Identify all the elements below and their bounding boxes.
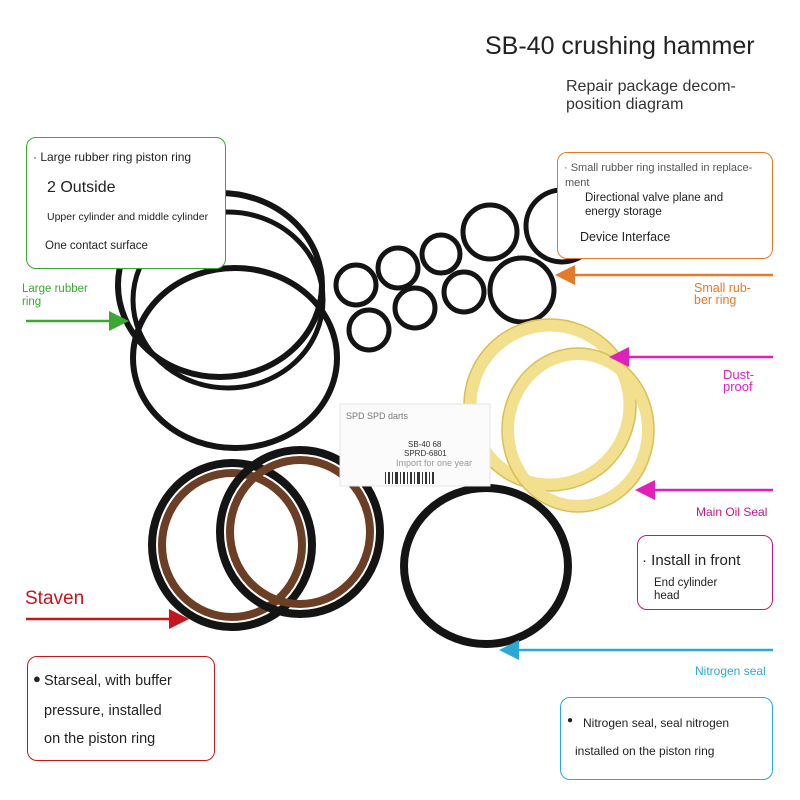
small-o-ring	[487, 255, 557, 325]
callout-nitrogen-line-1: Nitrogen seal, seal nitrogen	[583, 716, 730, 730]
small-o-ring	[419, 232, 463, 276]
callout-nitrogen-seal: ● Nitrogen seal, seal nitrogen installed…	[560, 697, 773, 780]
callout-front-line-1: · Install in front	[642, 552, 741, 569]
staven-seals	[148, 446, 384, 631]
callout-front-line-2: End cylinder	[654, 577, 718, 589]
label-small-rubber-ring-2: ber ring	[694, 293, 737, 307]
page-subtitle: Repair package decom- position diagram	[566, 78, 766, 114]
subtitle-line-2: position diagram	[566, 96, 684, 113]
small-o-ring	[441, 269, 487, 315]
small-o-ring	[460, 202, 520, 262]
callout-small-rubber-ring: · Small rubber ring installed in replace…	[557, 152, 773, 259]
small-o-ring	[375, 245, 421, 291]
callout-starseal-line-3: on the piston ring	[44, 731, 156, 747]
small-o-ring	[392, 285, 438, 331]
staven-seal-1	[148, 459, 316, 631]
dust-proof-seals	[463, 318, 655, 513]
label-nitrogen-seal: Nitrogen seal	[695, 664, 766, 678]
callout-starseal: ● Starseal, with buffer pressure, instal…	[27, 656, 215, 761]
large-o-ring-2	[130, 209, 326, 391]
staven-seal-2	[216, 446, 384, 618]
dust-seal-2-edge	[501, 347, 655, 513]
callout-valve-line-5: Device Interface	[580, 230, 671, 244]
callout-piston-ring: · Large rubber ring piston ring 2 Outsid…	[26, 137, 226, 269]
label-dust-proof-2: proof	[723, 379, 753, 394]
bullet-dot: ●	[567, 715, 574, 726]
bullet-dot: ●	[33, 671, 41, 686]
callout-starseal-line-2: pressure, installed	[44, 703, 162, 719]
callout-install-front: · Install in front End cylinder head	[637, 535, 773, 610]
callout-front-line-3: head	[654, 590, 680, 602]
staven-seal-2-inner	[226, 456, 374, 608]
subtitle-line-1: Repair package decom-	[566, 78, 736, 95]
dust-seal-2	[502, 348, 654, 512]
callout-piston-line-2: 2 Outside	[47, 179, 116, 196]
small-o-ring	[346, 307, 392, 353]
label-staven: Staven	[25, 588, 85, 609]
callout-valve-line-4: energy storage	[585, 206, 662, 218]
callout-valve-line-3: Directional valve plane and	[585, 192, 724, 204]
page-title: SB-40 crushing hammer	[485, 32, 755, 60]
label-small-rubber-ring-1: Small rub-	[694, 281, 751, 295]
product-card-part-no: SPRD-6801	[404, 449, 447, 458]
callout-piston-line-3: Upper cylinder and middle cylinder	[47, 211, 209, 223]
large-o-ring-3	[130, 265, 340, 451]
callout-valve-line-2: ment	[565, 177, 590, 189]
label-main-oil-seal: Main Oil Seal	[696, 505, 768, 519]
barcode	[385, 472, 434, 484]
callout-piston-line-4: One contact surface	[45, 240, 148, 252]
small-o-ring	[333, 262, 379, 308]
product-card-brand: SPD SPD darts	[346, 411, 409, 421]
product-card-model: SB-40 68	[408, 440, 442, 449]
callout-piston-line-1: · Large rubber ring piston ring	[33, 150, 192, 164]
staven-seal-1-inner	[158, 469, 306, 621]
callout-starseal-line-1: Starseal, with buffer	[44, 673, 172, 689]
label-dust-proof-1: Dust-	[723, 367, 755, 382]
nitrogen-seal-ring	[400, 484, 572, 648]
dust-seal-1	[463, 318, 637, 492]
callout-nitrogen-line-2: installed on the piston ring	[575, 744, 715, 758]
label-large-rubber-ring-2: ring	[22, 296, 42, 308]
callout-valve-line-1: · Small rubber ring installed in replace…	[564, 162, 753, 174]
product-card-warranty: Import for one year	[396, 458, 473, 468]
label-large-rubber-ring-1: Large rubber	[22, 283, 88, 295]
